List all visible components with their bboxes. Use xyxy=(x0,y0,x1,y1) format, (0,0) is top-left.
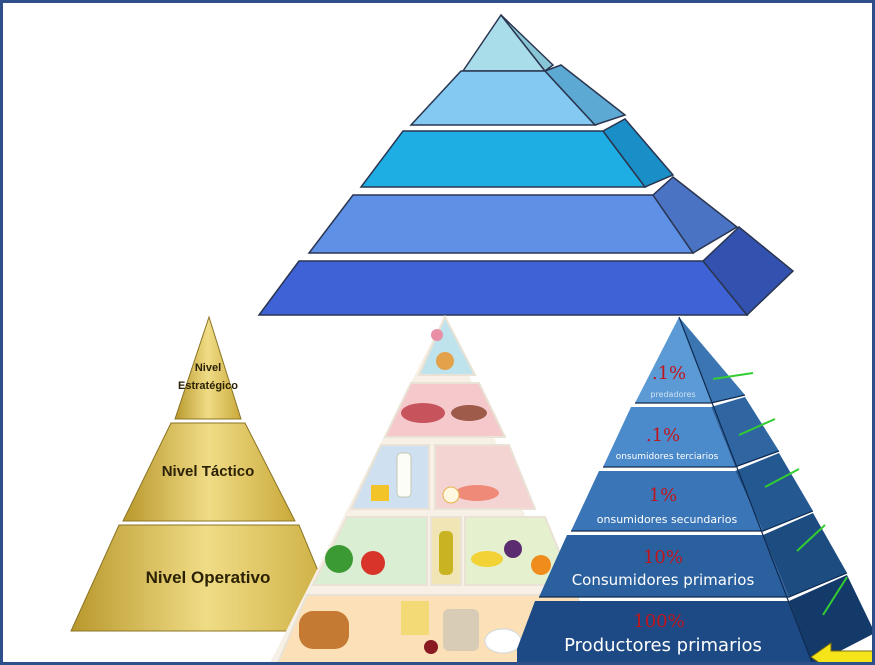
fish-icon xyxy=(455,485,499,501)
eco-level-5-side xyxy=(789,575,872,662)
cherry-icon xyxy=(424,640,438,654)
eco-level-2 xyxy=(603,407,735,467)
eco-percent-5: 100% xyxy=(633,611,684,632)
eco-level-1-side xyxy=(679,317,745,403)
green-marker-5 xyxy=(822,576,848,616)
flour-sack-icon xyxy=(443,609,479,651)
blue-pyramid-level-4 xyxy=(307,194,695,254)
oil-bottle-icon xyxy=(439,531,453,575)
eco-percent-2: .1% xyxy=(646,425,680,446)
donut-icon xyxy=(431,329,443,341)
eco-name-2: onsumidores terciarios xyxy=(616,452,719,462)
food-pyramid xyxy=(270,314,585,662)
green-marker-2 xyxy=(738,418,776,436)
eco-percent-3: 1% xyxy=(649,485,678,506)
blue-stepped-pyramid xyxy=(257,13,795,317)
orange-icon xyxy=(531,555,551,575)
eco-name-1: predadores xyxy=(650,390,695,399)
tomato-icon xyxy=(361,551,385,575)
egg-icon xyxy=(442,486,460,504)
grapes-icon xyxy=(504,540,522,558)
blue-pyramid-level-3-side xyxy=(601,118,675,188)
green-marker-4 xyxy=(796,524,826,552)
eco-level-5 xyxy=(517,601,812,662)
gold-label-strategic-1: Nivel xyxy=(195,362,221,374)
banana-icon xyxy=(471,551,503,567)
gold-management-pyramid: Nivel Estratégico Nivel Táctico Nivel Op… xyxy=(70,315,344,632)
broccoli-icon xyxy=(325,545,353,573)
rice-bowl-icon xyxy=(484,628,522,654)
eco-level-3 xyxy=(571,471,763,531)
gold-label-strategic-2: Estratégico xyxy=(178,380,238,392)
cheese-icon xyxy=(371,485,389,501)
eco-level-1 xyxy=(635,317,711,403)
food-tier-meats xyxy=(383,382,507,438)
green-marker-3 xyxy=(764,468,800,488)
blue-pyramid-level-5 xyxy=(257,260,749,316)
ecological-pyramid: .1% predadores .1% onsumidores terciario… xyxy=(517,316,872,662)
gold-label-tactical: Nivel Táctico xyxy=(162,463,255,480)
ham-icon xyxy=(401,403,445,423)
blue-pyramid-level-2-side xyxy=(543,64,627,126)
pasta-icon xyxy=(401,601,429,635)
eco-name-5: Productores primarios xyxy=(564,635,762,656)
bread-icon xyxy=(299,611,349,649)
eco-name-4: Consumidores primarios xyxy=(572,571,755,589)
eco-percent-4: 10% xyxy=(643,547,683,568)
eco-name-3: onsumidores secundarios xyxy=(597,513,738,526)
gold-level-strategic xyxy=(174,315,242,420)
green-marker-1 xyxy=(712,372,754,380)
food-tier-sweets xyxy=(417,314,477,376)
blue-pyramid-level-1 xyxy=(461,13,547,72)
croissant-icon xyxy=(436,352,454,370)
food-tier-dairy xyxy=(349,444,430,510)
blue-pyramid-level-1-side xyxy=(500,14,555,73)
blue-pyramid-level-4-side xyxy=(652,176,739,255)
gold-label-operational: Nivel Operativo xyxy=(146,568,271,587)
gold-level-tactical xyxy=(122,422,296,522)
blue-pyramid-level-5-side xyxy=(701,226,795,317)
milk-bottle-icon xyxy=(396,452,412,498)
eco-level-4 xyxy=(539,535,789,597)
yellow-arrow-icon xyxy=(810,642,872,662)
blue-pyramid-level-3 xyxy=(359,130,647,188)
sausage-icon xyxy=(451,405,487,421)
eco-percent-1: .1% xyxy=(652,363,686,384)
eco-level-4-side xyxy=(763,513,847,597)
